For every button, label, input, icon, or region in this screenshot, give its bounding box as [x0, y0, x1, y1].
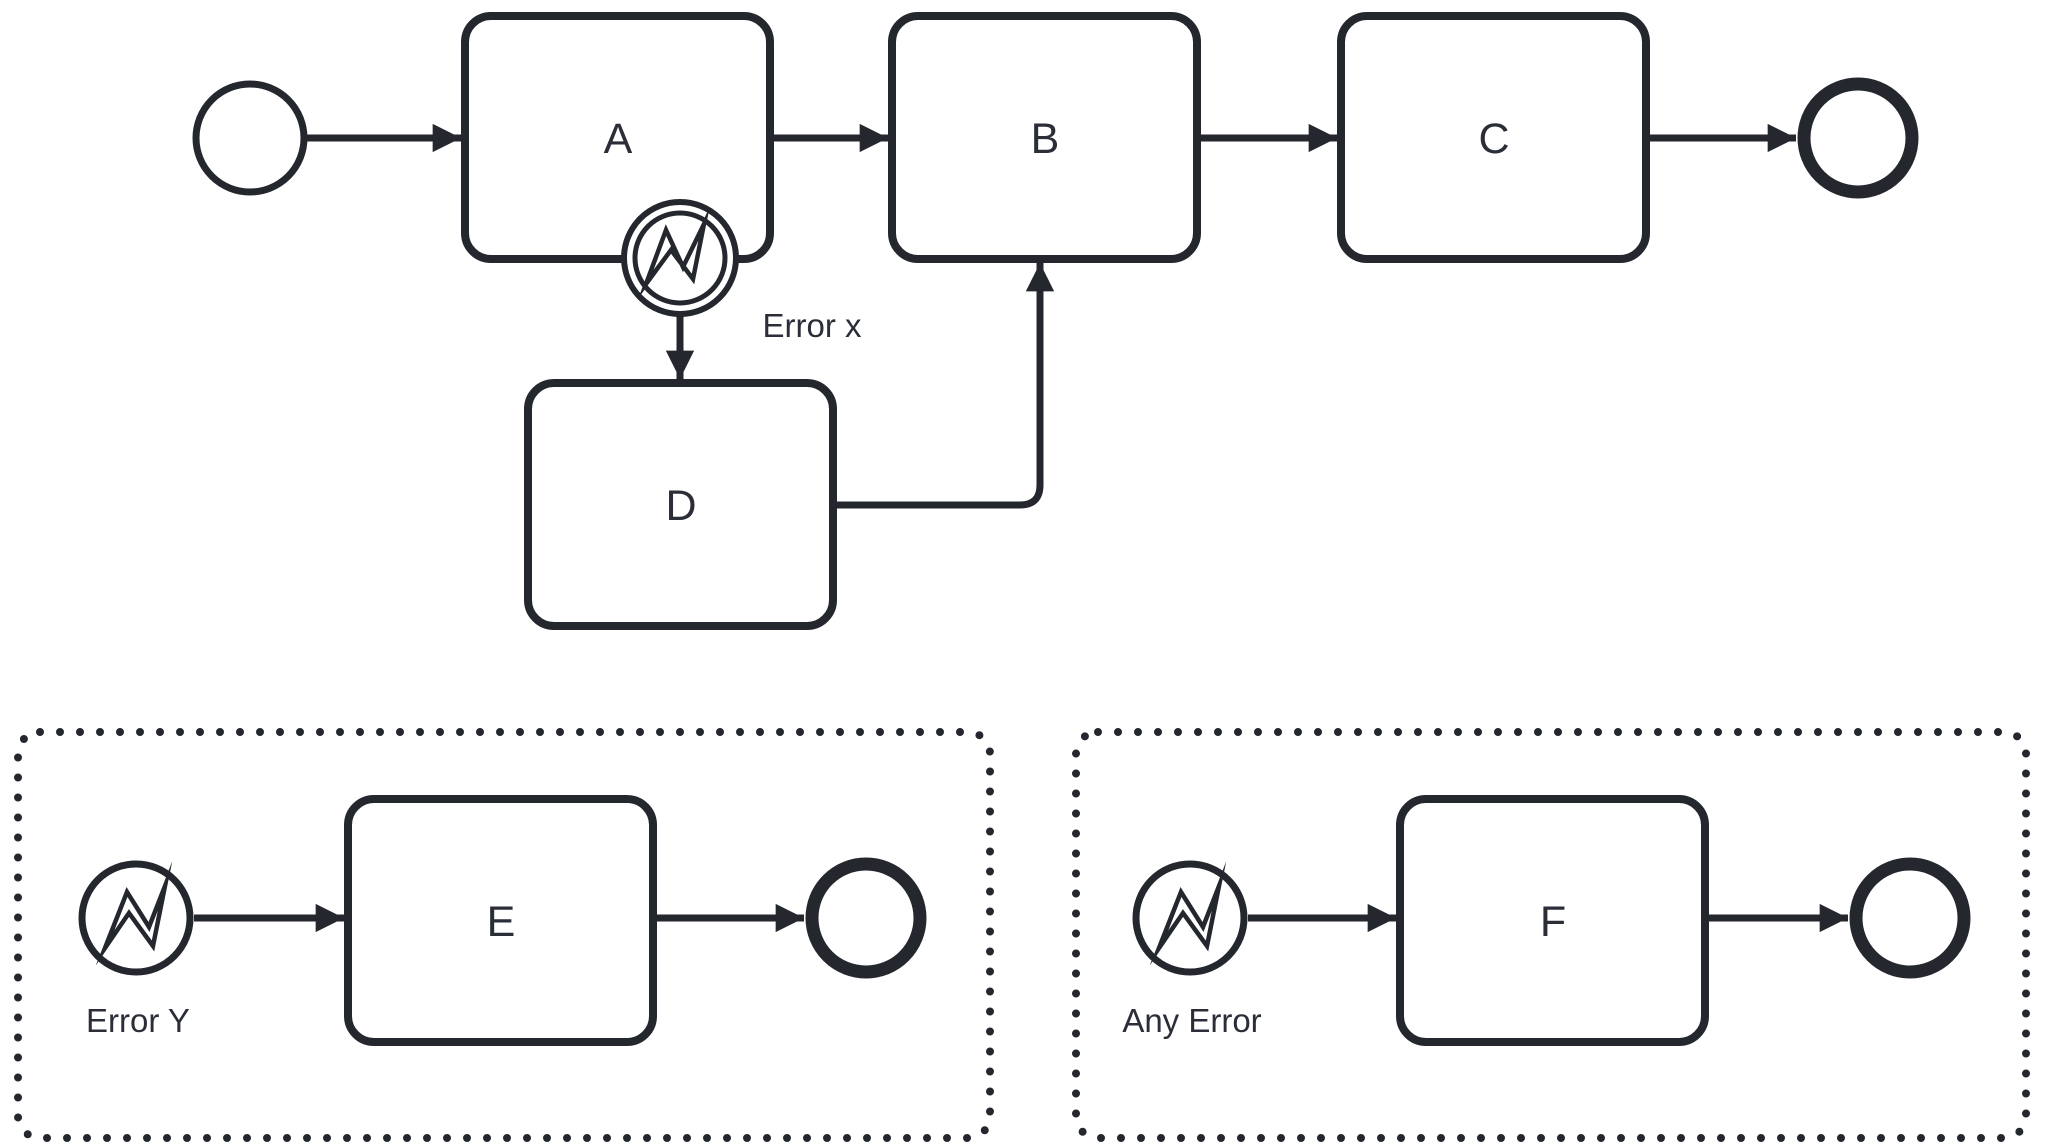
error-lightning-icon: [1149, 861, 1227, 966]
error-lightning-icon: [638, 207, 710, 299]
any-error-label: Any Error: [1122, 1002, 1261, 1039]
task-e[interactable]: [344, 795, 657, 1046]
task-b[interactable]: [888, 12, 1201, 263]
task-f-label: F: [1540, 898, 1566, 946]
error-start-event-any-error[interactable]: [1132, 860, 1248, 976]
error-start-event-error-y[interactable]: [78, 860, 194, 976]
task-e-label: E: [487, 898, 516, 946]
task-b-label: B: [1031, 115, 1060, 163]
boundary-error-label: Error x: [763, 307, 863, 344]
event-subprocess-error-y[interactable]: [14, 728, 994, 1142]
task-a[interactable]: [461, 12, 774, 263]
sequence-flow-d-b[interactable]: [833, 263, 1055, 509]
task-c[interactable]: [1337, 12, 1650, 263]
task-c-label: C: [1478, 115, 1509, 163]
event-subprocess-any-error[interactable]: [1072, 728, 2030, 1142]
end-event-error-y[interactable]: [805, 857, 927, 979]
task-a-label: A: [604, 115, 633, 163]
start-event[interactable]: [192, 80, 308, 196]
task-d[interactable]: [524, 379, 837, 630]
end-event-any-error[interactable]: [1849, 857, 1971, 979]
end-event-main[interactable]: [1797, 77, 1919, 199]
error-y-label: Error Y: [86, 1002, 190, 1039]
boundary-error-event[interactable]: [621, 199, 739, 317]
task-d-label: D: [665, 482, 696, 530]
task-f[interactable]: [1396, 795, 1709, 1046]
error-lightning-icon: [95, 861, 173, 966]
